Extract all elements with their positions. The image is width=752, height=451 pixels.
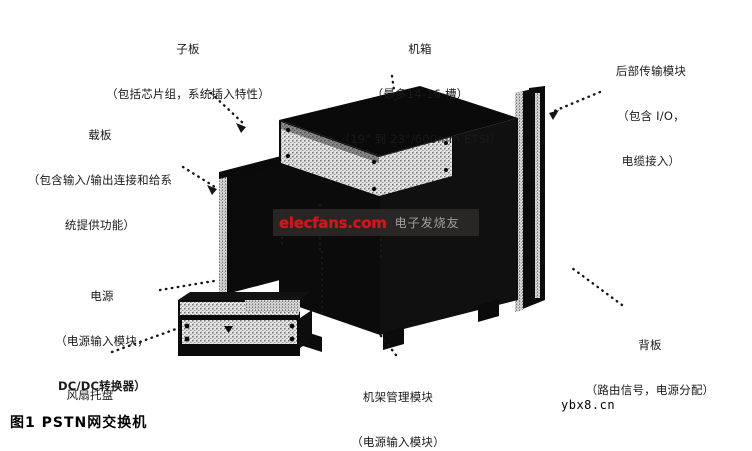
callout-rear-transition-module: 后部传输模块 （包含 I/O， 电缆接入） xyxy=(566,34,736,199)
source-mark: ybx8.cn xyxy=(561,398,616,412)
callout-power-supply-line3: DC/DC转换器） xyxy=(58,379,146,393)
callout-chassis: 机箱 （最多14-16 槽） （19" 到 23"/600mm ETSI） xyxy=(320,12,520,177)
callout-rear-transition-module-line1: 后部传输模块 xyxy=(615,64,687,78)
watermark-band: elecfans.com 电子发烧友 xyxy=(273,209,479,236)
fan-tray-art xyxy=(178,292,312,356)
callout-rear-transition-module-line3: 电缆接入） xyxy=(621,154,681,168)
callout-rear-transition-module-line2: （包含 I/O， xyxy=(617,109,685,123)
callout-carrier-board-line1: 载板 xyxy=(88,128,112,142)
callout-carrier-board: 载板 （包含输入/输出连接和给系 统提供功能） xyxy=(0,98,200,263)
figure-caption: 图1 PSTN网交换机 xyxy=(10,415,148,431)
callout-shelf-management-module-line1: 机架管理模块 xyxy=(362,390,434,404)
callout-daughter-board-line2: （包括芯片组，系统插入特性） xyxy=(106,87,270,101)
callout-shelf-management-module: 机架管理模块 （电源输入模块） xyxy=(308,360,488,451)
callout-carrier-board-line2: （包含输入/输出连接和给系 xyxy=(27,173,173,187)
callout-power-supply: 电源 （电源输入模块， DC/DC转换器） xyxy=(22,259,182,424)
leader-lines xyxy=(110,74,624,357)
callout-chassis-line2: （最多14-16 槽） xyxy=(371,87,469,101)
leader-arrowheads xyxy=(207,110,559,195)
callout-power-supply-line2: （电源输入模块， xyxy=(55,334,149,348)
callout-daughter-board: 子板 （包括芯片组，系统插入特性） xyxy=(88,12,288,132)
callout-fan-tray-line1: 风扇托盘 xyxy=(66,388,114,402)
callout-chassis-line1: 机箱 xyxy=(408,42,432,56)
watermark-cn-text: 电子发烧友 xyxy=(394,216,460,230)
callout-shelf-management-module-line2: （电源输入模块） xyxy=(351,435,445,449)
callout-daughter-board-line1: 子板 xyxy=(176,42,200,56)
callout-backplane-line2: （路由信号，电源分配） xyxy=(585,383,715,397)
callout-chassis-line3: （19" 到 23"/600mm ETSI） xyxy=(338,132,502,146)
callout-carrier-board-line3: 统提供功能） xyxy=(64,218,136,232)
callout-backplane: 背板 （路由信号，电源分配） xyxy=(560,308,740,428)
watermark-site-text: elecfans.com xyxy=(279,213,387,232)
callout-fan-tray: 风扇托盘 xyxy=(30,358,150,433)
callout-backplane-line1: 背板 xyxy=(638,338,662,352)
carrier-board-art xyxy=(219,156,281,296)
callout-power-supply-line1: 电源 xyxy=(90,289,114,303)
